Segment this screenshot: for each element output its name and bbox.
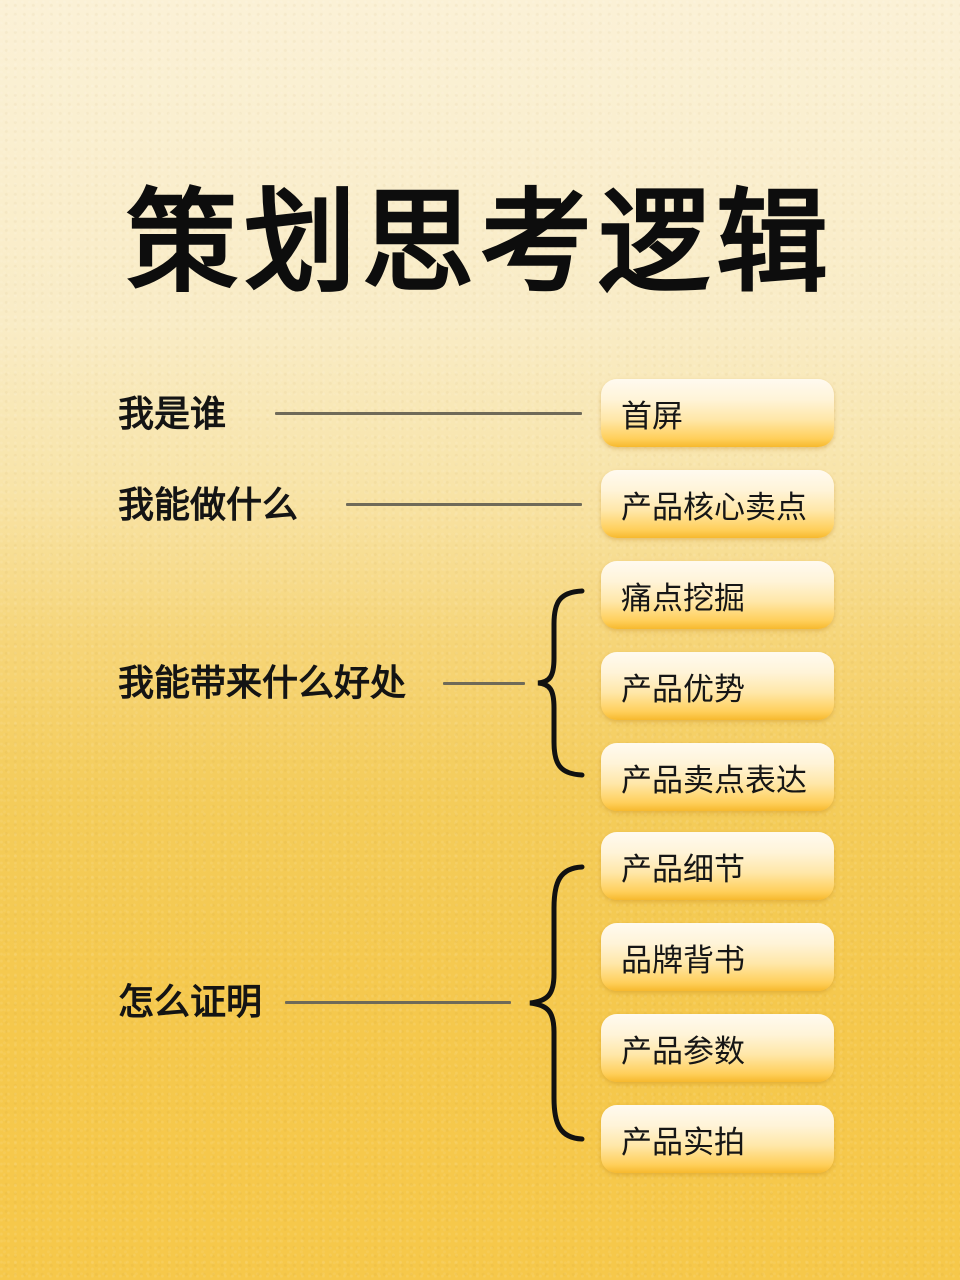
connector-line bbox=[285, 1001, 511, 1004]
answer-pill-label: 痛点挖掘 bbox=[621, 580, 745, 617]
answer-pill: 产品实拍 bbox=[601, 1105, 834, 1173]
answer-pill-label: 产品核心卖点 bbox=[621, 489, 807, 526]
answer-pill: 首屏 bbox=[601, 379, 834, 447]
answer-pill-label: 首屏 bbox=[621, 398, 683, 435]
answer-pill-label: 产品参数 bbox=[621, 1033, 745, 1070]
connector-line bbox=[346, 503, 582, 506]
answer-pill-label: 品牌背书 bbox=[621, 942, 745, 979]
answer-pill-label: 产品优势 bbox=[621, 671, 745, 708]
answer-pill: 品牌背书 bbox=[601, 923, 834, 991]
answer-pill: 产品卖点表达 bbox=[601, 743, 834, 811]
answer-pill: 痛点挖掘 bbox=[601, 561, 834, 629]
answer-pill: 产品核心卖点 bbox=[601, 470, 834, 538]
question-label: 我能带来什么好处 bbox=[118, 663, 407, 704]
answer-pill-label: 产品卖点表达 bbox=[621, 762, 807, 799]
answer-pill-label: 产品细节 bbox=[621, 851, 745, 888]
curly-brace-icon bbox=[537, 588, 585, 778]
question-label: 我是谁 bbox=[118, 394, 227, 435]
answer-pill: 产品优势 bbox=[601, 652, 834, 720]
answer-pill: 产品参数 bbox=[601, 1014, 834, 1082]
connector-line bbox=[275, 412, 582, 415]
answer-pill-label: 产品实拍 bbox=[621, 1124, 745, 1161]
curly-brace-icon bbox=[529, 864, 585, 1142]
answer-pill: 产品细节 bbox=[601, 832, 834, 900]
question-label: 我能做什么 bbox=[118, 485, 299, 526]
page-title: 策划思考逻辑 bbox=[126, 178, 834, 308]
connector-line bbox=[443, 682, 525, 685]
question-label: 怎么证明 bbox=[118, 982, 263, 1023]
